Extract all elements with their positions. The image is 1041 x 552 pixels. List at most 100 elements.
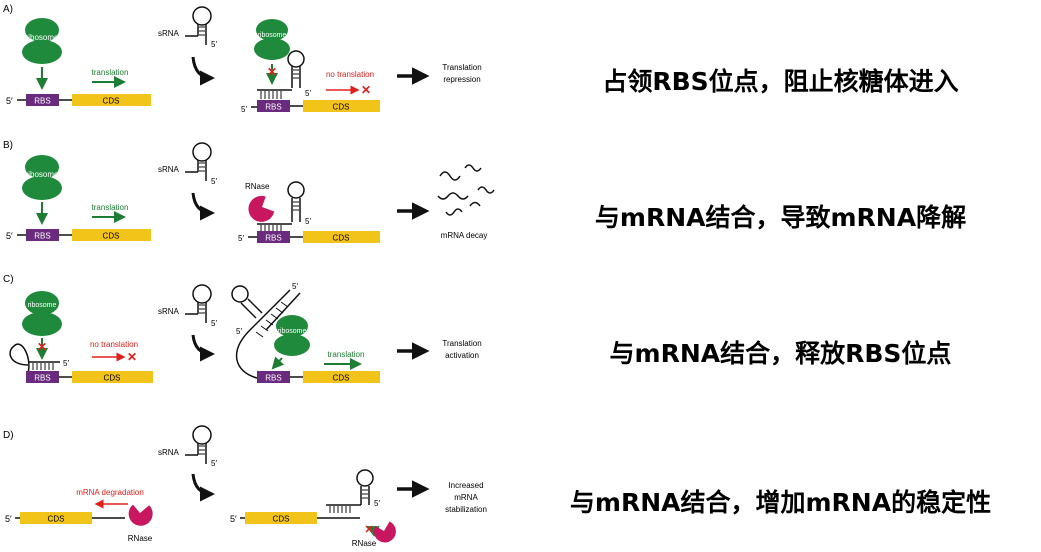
rbs-label: RBS	[34, 97, 50, 106]
panel-letter: D)	[3, 430, 14, 441]
base-pairing	[329, 506, 351, 513]
cds-box	[303, 231, 380, 243]
five-prime-label: 5′	[63, 359, 69, 368]
cds-box	[303, 100, 380, 112]
cds-box	[72, 371, 153, 383]
rnase-pacman-icon	[128, 504, 153, 526]
outcome-label: activation	[445, 351, 479, 360]
ribosome: ribosome	[274, 315, 310, 356]
ribosome: ribosome	[22, 291, 62, 336]
ribosome-label: ribosome	[278, 328, 307, 335]
rna-fragments-icon	[437, 164, 495, 216]
cds-label: CDS	[333, 103, 350, 112]
cds-box	[245, 512, 317, 524]
ribosome: ribosome	[22, 18, 62, 64]
ribosome-label: ribosome	[26, 170, 59, 179]
base-pairing	[260, 91, 282, 99]
srna-hairpin	[257, 50, 305, 91]
five-prime-label: 5′	[236, 327, 242, 336]
binding-arrow	[271, 356, 285, 370]
no-translation-label: no translation	[90, 340, 138, 349]
caption-d: 与mRNA结合，增加mRNA的稳定性	[569, 488, 992, 517]
five-prime-label: 5′	[241, 105, 247, 114]
rbs-label: RBS	[265, 234, 281, 243]
mrna-loop	[9, 343, 30, 374]
outcome-label: repression	[443, 75, 480, 84]
srna-five-prime: 5′	[211, 459, 217, 468]
rbs-box	[26, 371, 59, 383]
degradation-label: mRNA degradation	[76, 488, 144, 497]
ribosome-label: ribosome	[28, 302, 57, 309]
cds-label: CDS	[103, 97, 120, 106]
outcome-label: stabilization	[445, 505, 487, 514]
panel-a: A) ribosome 5′ RBS CDS translation sRNA …	[3, 4, 482, 114]
cds-label: CDS	[104, 374, 121, 383]
bend-arrow	[191, 473, 215, 502]
rbs-label: RBS	[34, 374, 50, 383]
five-prime-label: 5′	[6, 231, 13, 241]
base-pairing	[260, 225, 282, 232]
ribosome: ribosome	[22, 155, 62, 200]
base-pairing	[255, 301, 289, 338]
outcome-label: Translation	[442, 63, 481, 72]
rbs-box	[257, 371, 290, 383]
srna-five-prime: 5′	[305, 89, 311, 98]
srna-five-prime: 5′	[305, 217, 311, 226]
cds-box	[20, 512, 92, 524]
rbs-box	[26, 229, 59, 241]
ribosome-label: ribosome	[26, 33, 59, 42]
five-prime-label: 5′	[230, 514, 237, 524]
srna-label: sRNA	[158, 165, 180, 174]
block-x-icon: ✕	[37, 340, 47, 354]
panel-letter: C)	[3, 274, 14, 285]
caption-b: 与mRNA结合，导致mRNA降解	[594, 203, 967, 232]
rnase-label: RNase	[128, 534, 153, 543]
panel-letter: B)	[3, 140, 13, 151]
srna-hairpin	[185, 284, 212, 323]
cds-label: CDS	[273, 515, 290, 524]
outcome-label: Increased	[448, 481, 483, 490]
rbs-box	[257, 231, 290, 243]
cds-label: CDS	[48, 515, 65, 524]
bend-arrow	[191, 56, 215, 86]
outcome-label: mRNA	[454, 493, 478, 502]
rbs-label: RBS	[265, 374, 281, 383]
rbs-box	[26, 94, 59, 106]
cds-box	[72, 94, 151, 106]
srna-hairpin	[326, 469, 374, 506]
outcome-label: mRNA decay	[441, 231, 488, 240]
cds-label: CDS	[103, 232, 120, 241]
cds-box	[303, 371, 380, 383]
block-x-icon: ✕	[267, 65, 277, 79]
block-x-icon: ✕	[127, 350, 137, 364]
rnase-label: RNase	[352, 539, 377, 548]
translation-label: translation	[328, 350, 365, 359]
rnase-pacman-icon	[373, 521, 396, 543]
srna-hairpin	[185, 6, 212, 45]
rnase-pacman-icon	[248, 196, 275, 222]
panel-letter: A)	[3, 4, 13, 15]
blocked-ribosome: ribosome	[254, 19, 290, 60]
srna-five-prime: 5′	[211, 177, 217, 186]
panel-c: C) ribosome ✕ 5′ RBS CDS no translation …	[3, 274, 482, 383]
rbs-label: RBS	[265, 103, 281, 112]
srna-mechanisms-diagram: A) ribosome 5′ RBS CDS translation sRNA …	[3, 4, 495, 548]
outcome-label: Translation	[442, 339, 481, 348]
rnase-label: RNase	[245, 182, 270, 191]
five-prime-label: 5′	[6, 96, 13, 106]
caption-a: 占领RBS位点，阻止核糖体进入	[602, 67, 959, 96]
bend-arrow	[191, 192, 215, 221]
srna-five-prime: 5′	[374, 499, 380, 508]
srna-hairpin	[185, 425, 212, 464]
ribosome-label: ribosome	[258, 32, 287, 39]
no-translation-label: no translation	[326, 70, 374, 79]
panel-b: B) ribosome 5′ RBS CDS translation sRNA …	[3, 140, 495, 243]
srna-five-prime: 5′	[292, 282, 298, 291]
cds-box	[72, 229, 151, 241]
srna-label: sRNA	[158, 307, 180, 316]
srna-label: sRNA	[158, 29, 180, 38]
panel-d: D) 5′ CDS mRNA degradation RNase sRNA 5′…	[3, 425, 487, 548]
srna-hairpin	[185, 142, 212, 181]
block-x-icon: ✕	[361, 83, 371, 97]
srna-five-prime: 5′	[211, 319, 217, 328]
